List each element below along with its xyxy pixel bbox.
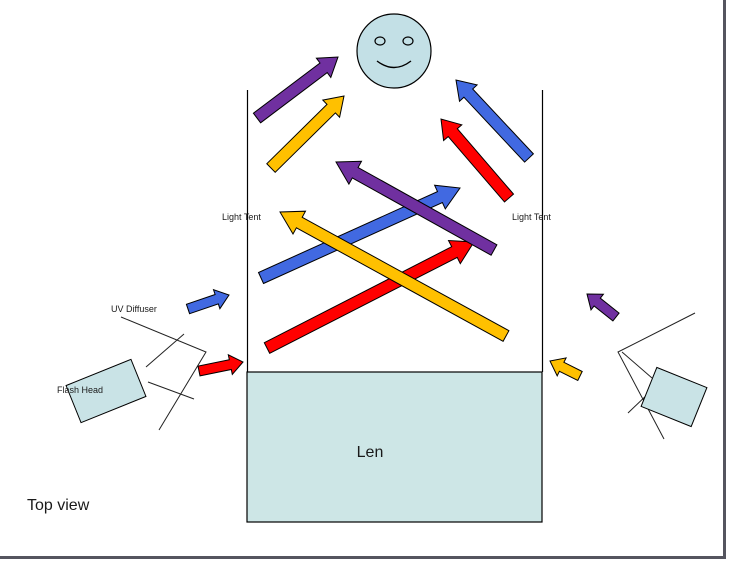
window-edge-bottom: [0, 556, 726, 559]
flash-head-right-body: [640, 366, 708, 428]
light-arrow-yellow-top: [266, 95, 345, 174]
subject-face: [356, 13, 432, 89]
flash-head-right: [640, 366, 708, 428]
face-smile: [376, 60, 412, 69]
light-arrow-purple-cross: [335, 160, 498, 256]
light-arrow-red-entry-left: [197, 353, 244, 377]
light-tent: [246, 90, 544, 372]
light-arrow-purple-entry-right: [586, 293, 620, 322]
uv-diffuser-left-fan-line: [147, 381, 195, 400]
uv-diffuser-label: UV Diffuser: [111, 304, 157, 314]
window-edge-right: [723, 0, 726, 559]
uv-diffuser-right-panel: [617, 312, 696, 440]
light-path-arrows: [185, 56, 620, 382]
uv-diffuser-left-fan-line: [145, 333, 185, 368]
face-right-eye: [402, 36, 414, 46]
light-arrow-yellow-entry-right: [549, 357, 583, 382]
uv-diffuser-left: [120, 316, 207, 431]
lens-box: [246, 371, 543, 523]
flash-head-left-body: [65, 358, 147, 424]
uv-diffuser-right-fan-line: [621, 351, 653, 379]
light-tent-label-right: Light Tent: [512, 212, 551, 222]
face-left-eye: [374, 36, 386, 46]
light-arrow-blue-top: [455, 79, 535, 163]
light-arrow-yellow-cross: [279, 210, 510, 342]
light-arrow-blue-entry-left: [185, 288, 230, 315]
face-circle: [356, 13, 432, 89]
flash-head-label: Flash Head: [57, 385, 104, 395]
view-title: Top view: [27, 497, 90, 514]
lens-label: Len: [356, 444, 384, 461]
light-arrow-purple-top: [252, 56, 339, 124]
light-tent-label-left: Light Tent: [222, 212, 261, 222]
flash-head-left: [65, 358, 147, 424]
uv-diffuser-left-panel: [120, 316, 207, 431]
light-arrow-red-top: [440, 118, 515, 203]
light-arrow-red-cross: [263, 239, 475, 354]
